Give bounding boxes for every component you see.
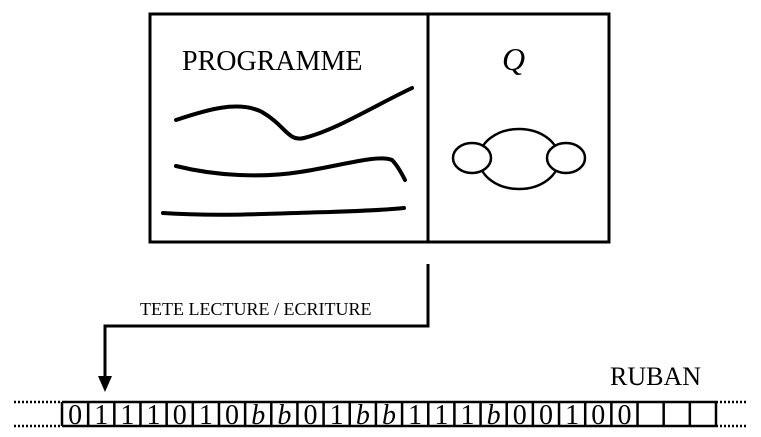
tape-cell-symbol: 0 [539, 400, 553, 431]
program-compartment: PROGRAMME [161, 46, 414, 217]
tape-cell-symbol: b [356, 400, 370, 431]
program-scribble-line-1 [174, 86, 414, 141]
tape-cell-symbol: 0 [173, 400, 187, 431]
tape-cell-symbol: b [487, 400, 501, 431]
tape-cell-symbol: 0 [304, 400, 318, 431]
machine-box [148, 12, 611, 244]
tape-cell-symbol: 1 [434, 400, 448, 431]
tape-cell-symbol: 1 [120, 400, 134, 431]
head-connector-line [103, 264, 430, 376]
program-label: PROGRAMME [182, 46, 362, 77]
state-graph-icon [451, 127, 587, 191]
read-write-head-connector: TETE LECTURE / ECRITURE [98, 264, 430, 392]
tape-cell-symbol: 0 [68, 400, 82, 431]
tape-cell-symbol: 0 [617, 400, 631, 431]
tape-cell-symbol: 1 [199, 400, 213, 431]
machine-box-outline [148, 12, 611, 244]
state-compartment: Q [451, 41, 587, 191]
tape-cell-symbol: b [382, 400, 396, 431]
tape-label: RUBAN [610, 362, 701, 391]
tape-cell-symbol: 1 [460, 400, 474, 431]
tape-cell-symbol: b [251, 400, 265, 431]
program-scribbles [161, 86, 414, 217]
tape-cell-symbol: 1 [330, 400, 344, 431]
head-label: TETE LECTURE / ECRITURE [140, 299, 371, 319]
head-arrowhead [98, 376, 112, 392]
tape-cell-symbol: b [277, 400, 291, 431]
program-scribble-line-3 [161, 206, 406, 217]
tape-cell-symbol: 1 [565, 400, 579, 431]
state-label: Q [502, 41, 525, 77]
tape-cell-symbol: 0 [513, 400, 527, 431]
state-graph-left-node [451, 141, 493, 175]
tape-cell-symbol: 1 [408, 400, 422, 431]
tape-cell-symbol: 0 [591, 400, 605, 431]
tape-cell-symbol: 0 [225, 400, 239, 431]
state-graph-right-node [545, 141, 587, 175]
tape-cell-symbol: 1 [94, 400, 108, 431]
program-scribble-line-2 [174, 156, 407, 182]
tape-cell-symbol: 1 [147, 400, 161, 431]
